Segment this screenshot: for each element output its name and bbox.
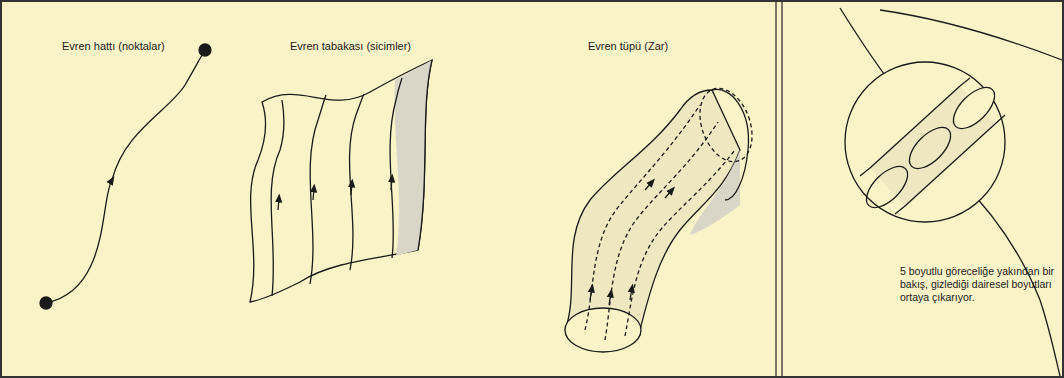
figure-label: Evren tabakası (sicimler) bbox=[290, 40, 411, 53]
divider-lines bbox=[776, 2, 782, 376]
caption-note: 5 boyutlu göreceliğe yakından bir bakış,… bbox=[900, 265, 1058, 304]
zoom-view bbox=[840, 8, 1062, 376]
figure-label: Evren tüpü (Zar) bbox=[588, 40, 668, 53]
world-sheet bbox=[250, 60, 432, 302]
world-tube bbox=[565, 81, 762, 352]
figure-label: Evren hattı (noktalar) bbox=[62, 40, 165, 53]
world-line bbox=[40, 44, 211, 309]
